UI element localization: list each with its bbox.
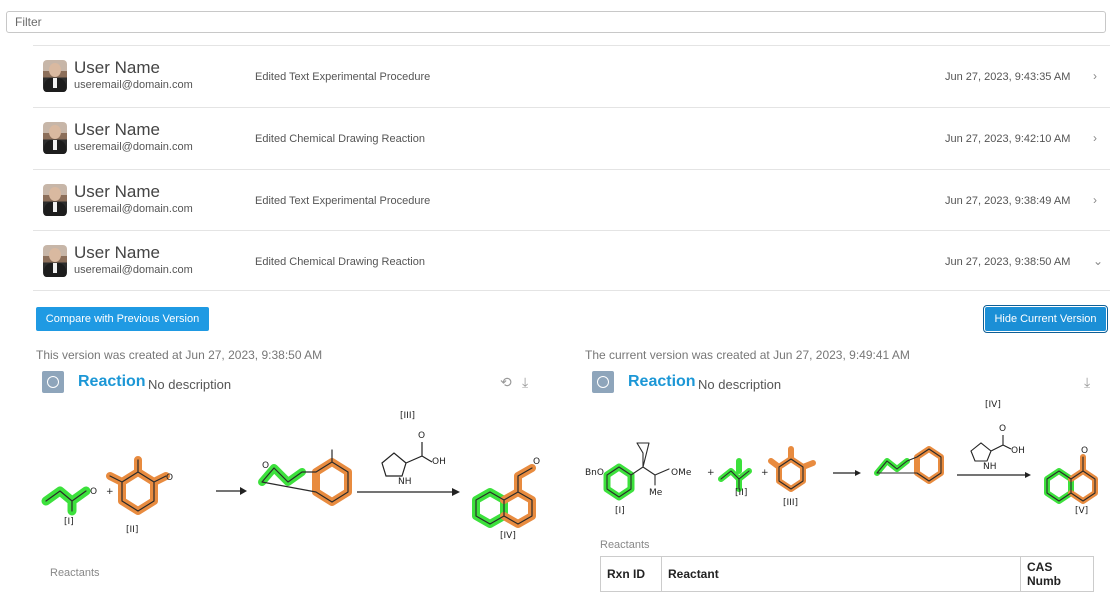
product-iv-label: [IV] [500,531,516,541]
amine-label: NH [398,477,412,487]
oxygen-label: O [1081,446,1088,456]
methoxy-label: OMe [671,468,692,478]
oxygen-label: O [418,431,425,441]
download-icon[interactable]: ⤓ [1084,374,1091,390]
intermediate-structure [258,449,352,506]
history-row[interactable]: User Name useremail@domain.com Edited Te… [33,169,1110,230]
reaction-icon [592,371,614,393]
history-timestamp: Jun 27, 2023, 9:38:49 AM [945,195,1071,207]
reaction-icon [42,371,64,393]
hydroxyl-label: OH [432,457,446,467]
reactant-i-structure [41,486,91,516]
catalyst-iii-label: [III] [400,411,415,421]
history-row[interactable]: User Name useremail@domain.com Edited Te… [33,45,1110,106]
reactant-ii-label: [II] [735,488,747,498]
plus-sign: + [761,468,769,478]
right-reactants-label: Reactants [600,539,650,551]
history-action: Edited Text Experimental Procedure [255,195,431,207]
avatar [43,122,67,154]
right-version-note: The current version was created at Jun 2… [585,348,910,362]
hydroxyl-label: OH [1011,446,1025,456]
compare-previous-button[interactable]: Compare with Previous Version [36,307,209,331]
chevron-right-icon[interactable]: › [1093,193,1097,207]
history-timestamp: Jun 27, 2023, 9:42:10 AM [945,133,1071,145]
product-v-structure [1044,454,1098,504]
reactant-ii-structure [718,458,752,492]
methyl-label: Me [649,488,663,498]
left-version-note: This version was created at Jun 27, 2023… [36,348,323,362]
oxygen-label: O [999,424,1006,434]
avatar [43,60,67,92]
catalyst-iii-structure [381,442,433,477]
reaction-description: No description [698,377,782,392]
reactant-ii-structure [106,456,170,515]
right-reaction-header: Reaction No description ⤓ [592,371,1110,395]
hide-current-version-button[interactable]: Hide Current Version [983,305,1108,333]
user-name: User Name [74,182,160,201]
benzyloxy-label: BnO [585,468,604,478]
amine-label: NH [983,462,997,472]
reactant-i-structure [603,442,670,501]
user-name: User Name [74,58,160,77]
column-header-cas-number[interactable]: CAS Numb [1020,556,1094,592]
oxygen-label: O [90,487,97,497]
reactant-i-label: [I] [64,517,74,527]
chevron-right-icon[interactable]: › [1093,131,1097,145]
user-email: useremail@domain.com [74,203,193,215]
user-name: User Name [74,120,160,139]
avatar [43,245,67,277]
column-header-reactant[interactable]: Reactant [661,556,1021,592]
user-email: useremail@domain.com [74,264,193,276]
filter-input[interactable] [6,11,1106,33]
reactant-iii-label: [III] [783,498,798,508]
history-timestamp: Jun 27, 2023, 9:38:50 AM [945,256,1071,268]
intermediate-structure [874,446,944,484]
product-v-label: [V] [1075,506,1088,516]
history-action: Edited Text Experimental Procedure [255,71,431,83]
right-reaction-drawing[interactable]: BnO OMe Me [I] + [II] + [III] [IV] O OH … [585,395,1110,525]
reaction-title: Reaction [628,373,696,390]
history-action: Edited Chemical Drawing Reaction [255,256,425,268]
reaction-description: No description [148,377,232,392]
reactant-iii-structure [768,446,816,492]
oxygen-label: O [533,457,540,467]
user-name: User Name [74,243,160,262]
left-reactants-label: Reactants [50,567,100,579]
history-action: Edited Chemical Drawing Reaction [255,133,425,145]
reactants-table: Rxn ID Reactant CAS Numb [600,556,1094,592]
undo-icon[interactable]: ⟲ [500,374,512,390]
user-email: useremail@domain.com [74,141,193,153]
history-row[interactable]: User Name useremail@domain.com Edited Ch… [33,107,1110,168]
catalyst-iv-structure [970,435,1012,462]
reactant-ii-label: [II] [126,525,138,535]
catalyst-iv-label: [IV] [985,400,1001,410]
download-icon[interactable]: ⤓ [522,374,529,390]
oxygen-label: O [166,473,173,483]
chevron-right-icon[interactable]: › [1093,69,1097,83]
left-reaction-header: Reaction No description ⟲ ⤓ [42,371,552,395]
reactant-i-label: [I] [615,506,625,516]
product-iv-structure [472,464,536,528]
chevron-down-icon[interactable]: ⌄ [1093,254,1104,268]
plus-sign: + [106,487,114,497]
left-reaction-drawing[interactable]: O [I] + O [II] O [III] O OH NH O [IV] [30,400,570,550]
column-header-rxn-id[interactable]: Rxn ID [600,556,662,592]
history-timestamp: Jun 27, 2023, 9:43:35 AM [945,71,1071,83]
user-email: useremail@domain.com [74,79,193,91]
plus-sign: + [707,468,715,478]
oxygen-label: O [262,461,269,471]
reaction-title: Reaction [78,373,146,390]
avatar [43,184,67,216]
history-row-expanded[interactable]: User Name useremail@domain.com Edited Ch… [33,230,1110,291]
